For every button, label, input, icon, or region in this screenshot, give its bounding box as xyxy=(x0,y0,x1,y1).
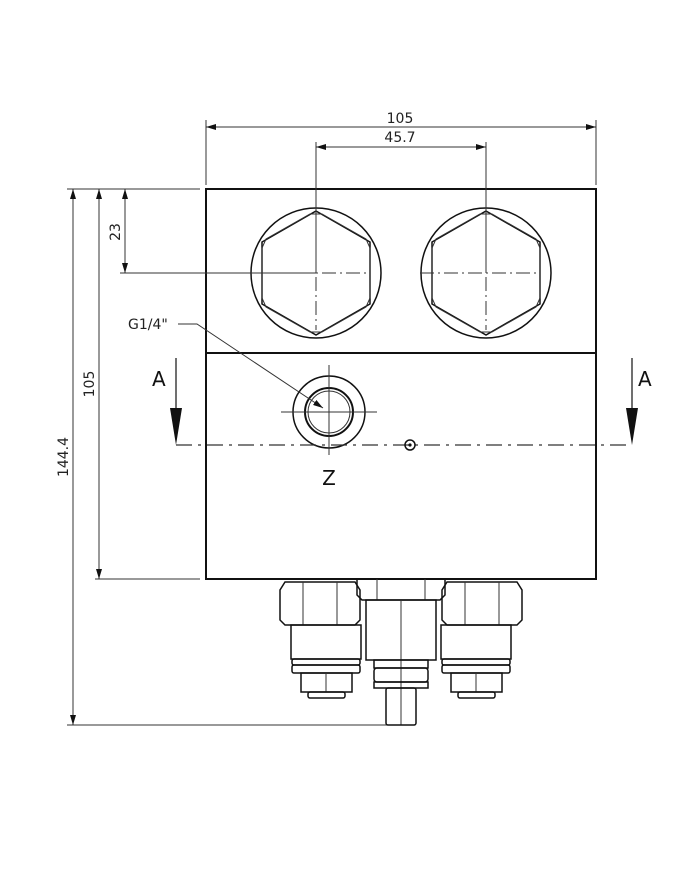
dimension-left-group: 23 105 144.4 xyxy=(56,188,390,726)
dimension-label-width: 105 xyxy=(387,111,414,127)
pin-hole xyxy=(404,439,416,451)
section-line-a-a: A A xyxy=(152,358,652,451)
port-hex-right xyxy=(420,205,552,339)
dimension-label-overall-height: 144.4 xyxy=(56,437,72,477)
dimension-label-spacing: 45.7 xyxy=(384,130,415,146)
fitting-right xyxy=(440,581,523,699)
dimension-label-offset: 23 xyxy=(108,223,124,241)
fitting-left xyxy=(279,581,362,699)
section-label-right: A xyxy=(638,367,652,391)
fitting-center xyxy=(356,578,446,726)
dimension-overall-width: 105 xyxy=(205,111,597,185)
dimension-port-spacing: 45.7 xyxy=(315,130,487,273)
thread-callout: G1/4" xyxy=(128,317,324,409)
port-z-label: Z xyxy=(322,466,336,490)
valve-block xyxy=(205,188,597,580)
dimension-label-height: 105 xyxy=(82,371,98,398)
section-label-left: A xyxy=(152,367,166,391)
thread-callout-label: G1/4" xyxy=(128,317,168,333)
port-z: Z xyxy=(281,365,377,490)
port-hex-left xyxy=(250,205,382,339)
